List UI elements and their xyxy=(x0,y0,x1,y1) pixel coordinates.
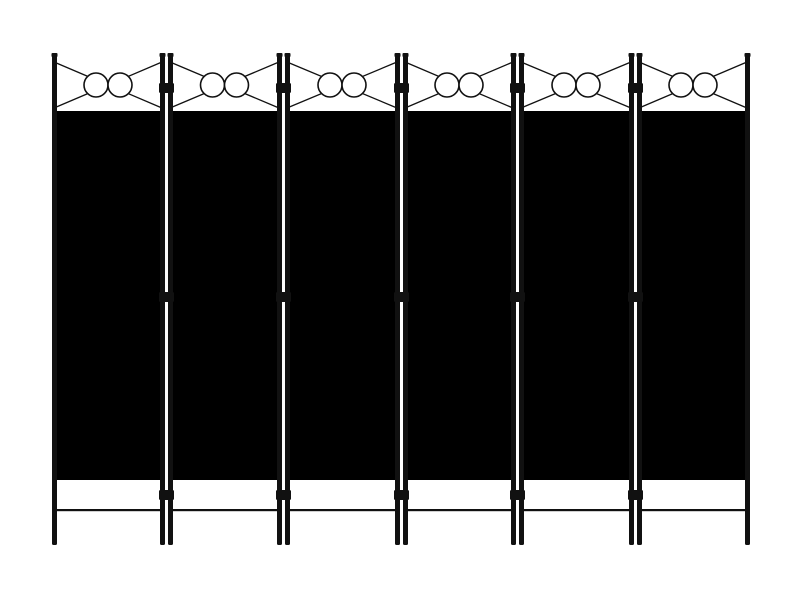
post-cap xyxy=(276,53,283,57)
post-cap xyxy=(394,53,401,57)
post-cap xyxy=(51,53,58,57)
crest-ring-left xyxy=(199,72,226,98)
room-divider xyxy=(51,53,751,545)
hinge-icon xyxy=(394,490,409,500)
panel-fabric xyxy=(56,111,160,480)
hinge-icon xyxy=(159,83,174,93)
crest-ring-right xyxy=(692,72,718,98)
crest-ring-left xyxy=(551,72,577,98)
hinge-icon xyxy=(276,490,291,500)
double-ring-crest-icon xyxy=(668,72,718,98)
hinge-icon xyxy=(159,490,174,500)
post-cap xyxy=(159,53,166,57)
panel-bottom-bar xyxy=(173,509,277,512)
crest-ring-right xyxy=(223,72,250,98)
panel-fabric xyxy=(407,111,511,480)
double-ring-crest-icon xyxy=(199,72,250,98)
panel-post-left xyxy=(52,55,57,545)
divider-panel xyxy=(284,53,401,545)
hinge-icon xyxy=(510,292,525,302)
divider-panel xyxy=(402,53,517,545)
crest-ring-left xyxy=(317,72,343,98)
panel-bottom-bar xyxy=(524,509,629,512)
hinge-icon xyxy=(628,292,643,302)
crest-ring-right xyxy=(458,72,484,98)
hinge-icon xyxy=(394,83,409,93)
panel-fabric xyxy=(523,111,629,480)
post-cap xyxy=(518,53,525,57)
panel-fabric xyxy=(289,111,395,480)
crest-ring-left xyxy=(434,72,460,98)
post-cap xyxy=(628,53,635,57)
post-cap xyxy=(284,53,291,57)
crest-ring-left xyxy=(668,72,694,98)
panel-post-right xyxy=(745,55,750,545)
hinge-icon xyxy=(276,83,291,93)
hinge-icon xyxy=(276,292,291,302)
panel-bottom-bar xyxy=(290,509,395,512)
post-cap xyxy=(167,53,174,57)
panel-bottom-bar xyxy=(57,509,160,512)
hinge-icon xyxy=(628,83,643,93)
panel-bottom-bar xyxy=(642,509,745,512)
panel-fabric xyxy=(172,111,277,480)
post-cap xyxy=(402,53,409,57)
panel-bottom-bar xyxy=(408,509,511,512)
double-ring-crest-icon xyxy=(551,72,601,98)
divider-panel xyxy=(51,53,166,545)
panel-fabric xyxy=(641,111,745,480)
hinge-icon xyxy=(510,83,525,93)
divider-panel xyxy=(636,53,751,545)
hinge-icon xyxy=(394,292,409,302)
double-ring-crest-icon xyxy=(434,72,484,98)
divider-panel xyxy=(167,53,283,545)
hinge-icon xyxy=(159,292,174,302)
post-cap xyxy=(510,53,517,57)
divider-panel xyxy=(518,53,635,545)
crest-ring-left xyxy=(83,72,109,98)
double-ring-crest-icon xyxy=(317,72,367,98)
hinge-icon xyxy=(510,490,525,500)
post-cap xyxy=(744,53,751,57)
crest-ring-right xyxy=(107,72,133,98)
crest-ring-right xyxy=(575,72,601,98)
double-ring-crest-icon xyxy=(83,72,133,98)
post-cap xyxy=(636,53,643,57)
crest-ring-right xyxy=(341,72,367,98)
hinge-icon xyxy=(628,490,643,500)
